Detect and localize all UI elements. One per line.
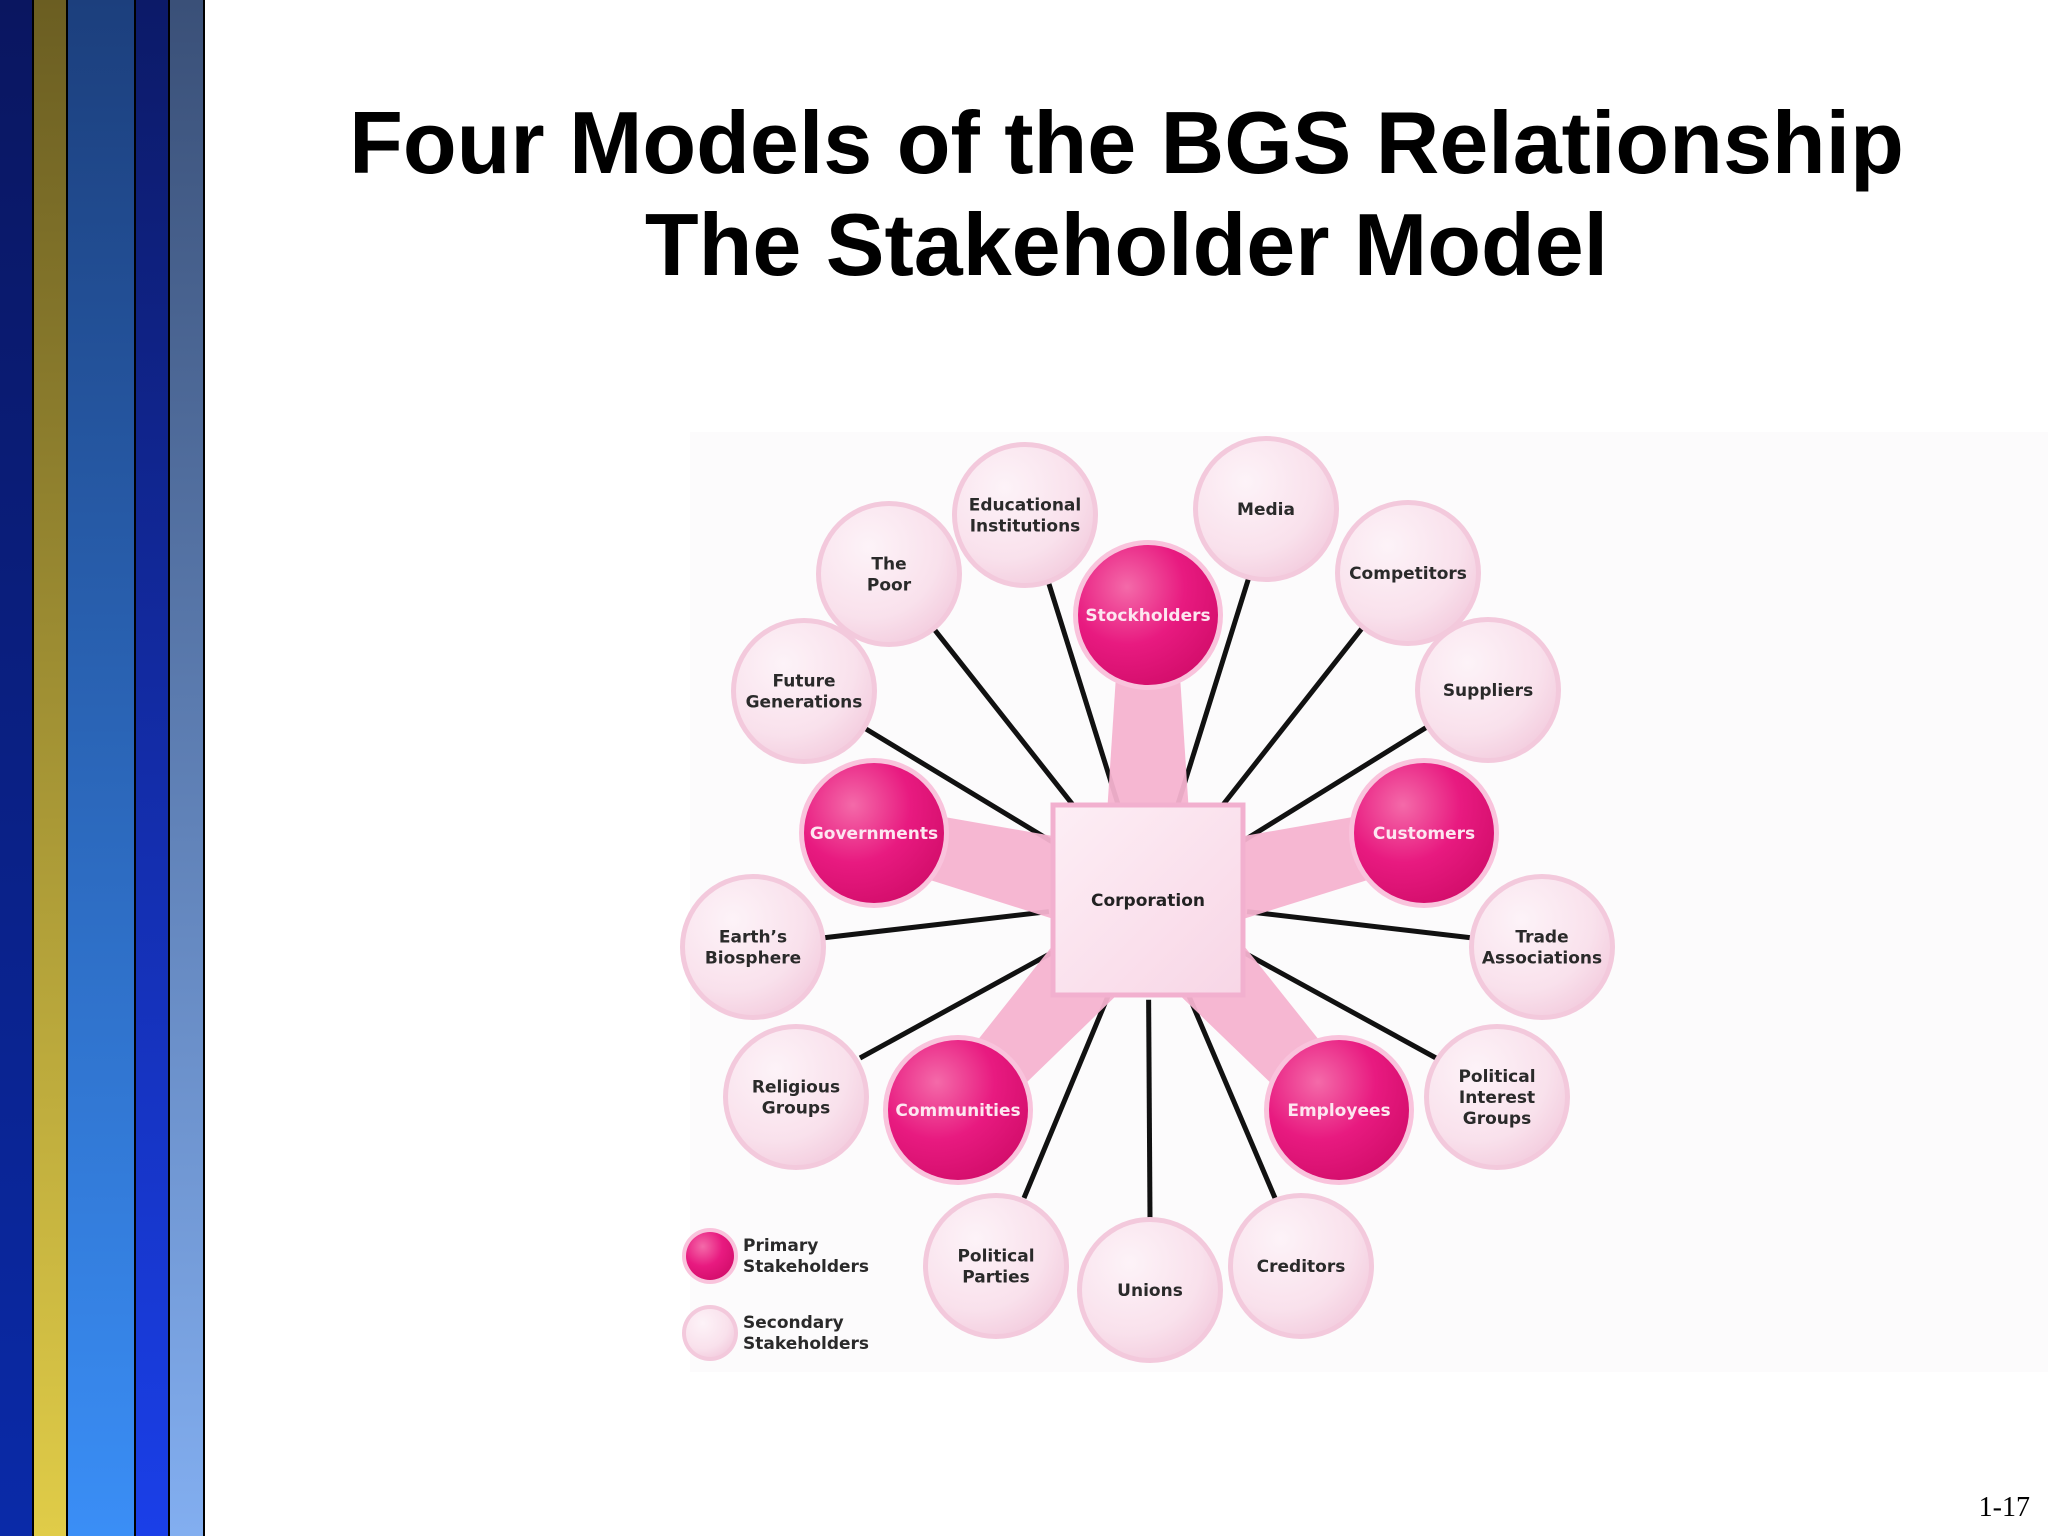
corporation-box [1050,802,1246,998]
stripe-light-blue [170,0,205,1536]
legend-swatch-primary [686,1232,734,1280]
connector-line-religious-groups [858,945,1062,1061]
node-circle-educational-institutions [957,447,1093,583]
stripe-navy [0,0,34,1536]
legend-swatch-secondary [686,1309,734,1357]
connector-line-political-parties [1021,991,1112,1199]
node-competitors: Competitors [1335,500,1481,646]
node-governments: Governments [799,758,949,908]
node-circle-political-parties [928,1198,1064,1334]
node-label-creditors: Creditors [1257,1257,1346,1277]
node-customers: Customers [1349,758,1499,908]
connector-line-competitors [1207,625,1365,824]
node-label-competitors: Competitors [1349,564,1467,584]
node-circle-customers [1354,763,1494,903]
node-creditors: Creditors [1228,1193,1374,1339]
node-circle-employees [1269,1040,1409,1180]
node-label-stockholders: Stockholders [1085,606,1210,626]
node-label-customers: Customers [1373,824,1475,844]
node-circle-governments [804,763,944,903]
node-circle-stockholders [1078,545,1218,685]
stripe-gold [34,0,68,1536]
node-circle-suppliers [1420,622,1556,758]
stripe-royal-blue [136,0,170,1536]
node-circle-creditors [1233,1198,1369,1334]
connector-line-suppliers [1231,724,1429,850]
decorative-stripes [0,0,205,1536]
node-circle-the-poor [821,506,957,642]
node-stockholders: Stockholders [1073,540,1223,690]
connector-line-political-interest-groups [1234,945,1438,1061]
node-circle-political-interest-groups [1429,1029,1565,1165]
connector-line-unions [1146,999,1153,1220]
connector-line-creditors [1184,990,1278,1199]
title-line-2: The Stakeholder Model [644,195,1609,294]
node-label-communities: Communities [895,1101,1020,1121]
slide-title: Four Models of the BGS Relationship The … [205,92,2048,296]
node-label-media: Media [1237,500,1295,520]
node-circle-religious-groups [728,1029,864,1165]
stripe-blue [68,0,136,1536]
connector-line-the-poor [932,627,1089,824]
node-circle-trade-associations [1474,879,1610,1015]
node-label-unions: Unions [1117,1281,1183,1301]
node-label-suppliers: Suppliers [1443,681,1533,701]
connector-line-educational-institutions [1046,583,1121,806]
connector-line-trade-associations [1246,909,1474,941]
node-suppliers: Suppliers [1415,617,1561,763]
node-circle-unions [1082,1222,1218,1358]
node-label-governments: Governments [810,824,938,844]
node-employees: Employees [1264,1035,1414,1185]
connector-line-earths-biosphere [821,909,1050,941]
node-circle-future-generations [736,623,872,759]
page-number: 1-17 [1978,1492,2030,1523]
node-circle-earths-biosphere [685,879,821,1015]
node-media: Media [1193,436,1339,582]
node-circle-media [1198,441,1334,577]
connector-line-future-generations [864,726,1065,851]
connector-line-media [1175,576,1252,806]
corporation-label: Corporation [1091,891,1205,911]
node-communities: Communities [883,1035,1033,1185]
node-circle-competitors [1340,505,1476,641]
node-unions: Unions [1077,1217,1223,1363]
node-circle-communities [888,1040,1028,1180]
title-line-1: Four Models of the BGS Relationship [349,93,1904,192]
node-label-employees: Employees [1287,1101,1390,1121]
